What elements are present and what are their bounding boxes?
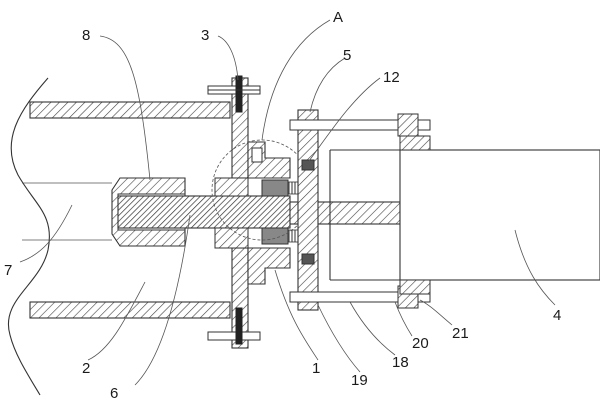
callout-4: 4 — [553, 307, 561, 324]
callout-2: 2 — [82, 360, 90, 377]
callout-7: 7 — [4, 262, 12, 279]
callout-20: 20 — [412, 335, 429, 352]
callout-19: 19 — [351, 372, 368, 389]
callout-6: 6 — [110, 385, 118, 402]
callout-labels: 8 3 A 5 12 7 4 2 6 1 19 18 20 21 — [4, 9, 561, 402]
callout-12: 12 — [383, 69, 400, 86]
callout-1: 1 — [312, 360, 320, 377]
callout-3: 3 — [201, 27, 209, 44]
callout-18: 18 — [392, 354, 409, 371]
leader-lines — [19, 19, 556, 386]
callout-a: A — [333, 9, 343, 26]
callout-8: 8 — [82, 27, 90, 44]
bearing-housing — [214, 141, 303, 285]
motor-body — [329, 135, 600, 295]
inner-tube — [22, 182, 112, 241]
shaft — [117, 195, 401, 229]
callout-5: 5 — [343, 47, 351, 64]
callout-21: 21 — [452, 325, 469, 342]
end-plate — [297, 109, 319, 311]
